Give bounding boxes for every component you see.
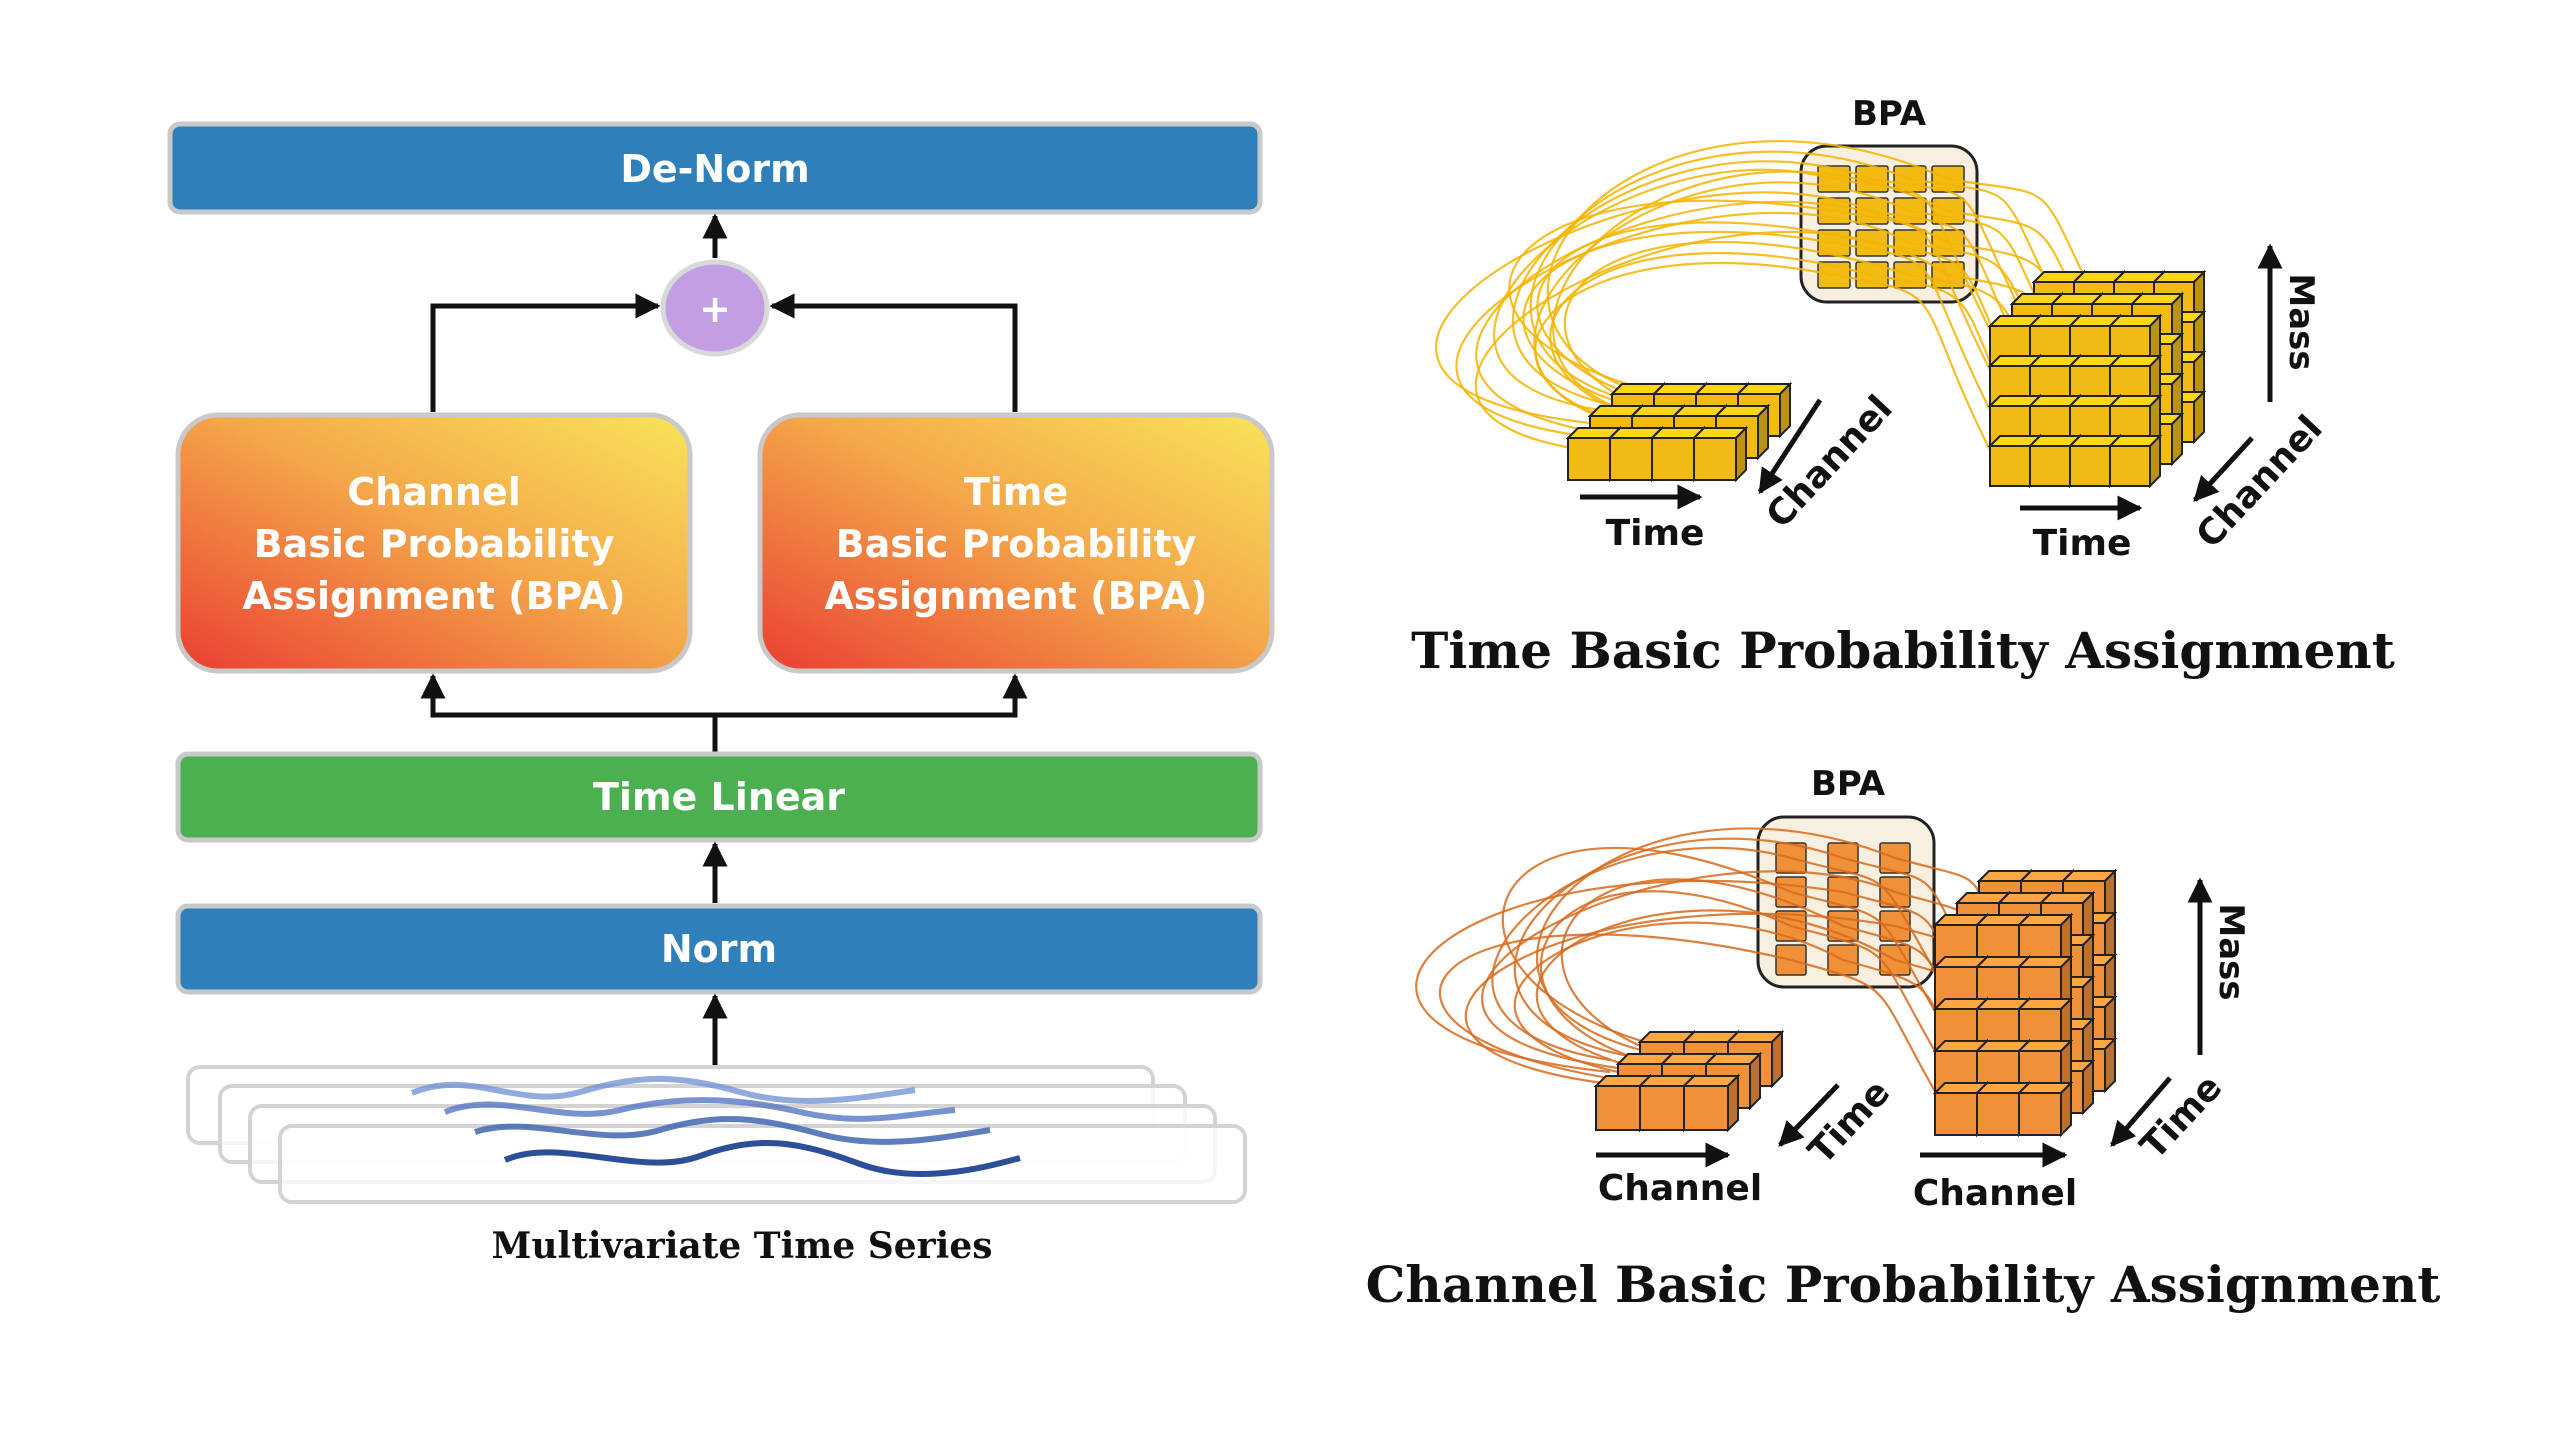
time-bpa-caption: Time Basic Probability Assignment — [1411, 621, 2395, 680]
connection-curve — [1790, 856, 1941, 981]
cube-front-face — [1651, 437, 1695, 481]
connection-curve — [1535, 909, 1896, 1086]
connection-curve — [1522, 230, 1835, 426]
cube-side-face — [2060, 1080, 2072, 1138]
time-small-x-label: Time — [1606, 513, 1705, 554]
cube-side-face — [2104, 1036, 2116, 1094]
connection-curve — [1474, 230, 1949, 454]
cube-front-face — [1567, 437, 1611, 481]
time-big-up-label: Mass — [2281, 273, 2321, 370]
cube-front-face — [1595, 1085, 1641, 1131]
connection-curve — [1833, 177, 1991, 331]
time-bpa-tag: BPA — [1852, 94, 1927, 134]
connection-curve — [1481, 870, 1896, 1074]
plus-symbol: + — [699, 287, 731, 331]
connection-curve — [1560, 878, 1844, 1074]
connection-curve — [1833, 209, 1991, 371]
cube-side-face — [1771, 1029, 1783, 1089]
time-mass-tensor — [1987, 269, 2207, 489]
arrow-time-bpa-to-plus — [769, 293, 1018, 412]
cube-front-face — [1693, 437, 1737, 481]
channel-big-x-label: Channel — [1913, 1173, 2077, 1214]
cube-front-face — [1989, 445, 2031, 487]
channel-small-depth-arrow — [1778, 1083, 1840, 1147]
denorm-label: De-Norm — [620, 147, 809, 191]
cube-side-face — [1779, 381, 1791, 439]
channel-input-tensor — [1593, 1029, 1785, 1133]
cube-front-face — [1639, 1085, 1685, 1131]
channel-mass-tensor — [1932, 868, 2118, 1138]
connection-curve — [1475, 200, 1949, 440]
connection-curve — [1790, 958, 1941, 1101]
multivariate-series-input — [186, 1065, 1247, 1204]
connection-curve — [1871, 177, 2031, 331]
arrow-to-channel-bpa — [420, 673, 715, 718]
connection-curve — [1508, 199, 1835, 412]
input-caption: Multivariate Time Series — [492, 1225, 993, 1267]
channel-bpa-illustration: BPA Channel Time Channel Time Mass Chann… — [1366, 764, 2441, 1314]
time-small-depth-arrow — [1757, 398, 1823, 495]
connection-curve — [1534, 261, 1835, 440]
channel-bpa-line-2: Basic Probability — [254, 522, 615, 566]
norm-block: Norm — [175, 903, 1263, 995]
cube-front-face — [2018, 1092, 2062, 1136]
connection-curve — [1833, 273, 1991, 451]
cube-front-face — [2069, 445, 2111, 487]
connection-curve — [1501, 846, 1792, 1062]
channel-bpa-line-3: Assignment (BPA) — [242, 574, 625, 618]
cube-side-face — [1749, 1051, 1761, 1111]
time-bpa-line-2: Basic Probability — [836, 522, 1197, 566]
channel-bpa-block: Channel Basic Probability Assignment (BP… — [175, 412, 693, 674]
arrow-to-time-bpa — [715, 673, 1028, 718]
cube-front-face — [1934, 1092, 1978, 1136]
time-linear-label: Time Linear — [593, 775, 845, 819]
connection-curve — [1539, 890, 1792, 1074]
connection-curve — [1513, 921, 1844, 1086]
cube-front-face — [2109, 445, 2151, 487]
channel-big-up-label: Mass — [2211, 903, 2251, 1000]
cube-front-face — [1683, 1085, 1729, 1131]
cube-side-face — [1735, 425, 1747, 483]
cube-side-face — [1727, 1073, 1739, 1133]
cube-side-face — [2193, 389, 2205, 445]
left-pipeline: De-Norm + Channel Basic Probability Assi… — [167, 121, 1275, 1267]
norm-label: Norm — [661, 927, 777, 971]
time-bpa-block: Time Basic Probability Assignment (BPA) — [757, 412, 1275, 674]
cube-front-face — [1609, 437, 1653, 481]
connection-curve — [1455, 211, 1911, 440]
time-input-tensor — [1565, 381, 1793, 483]
time-bpa-line-1: Time — [964, 470, 1068, 514]
channel-big-depth-arrow — [2110, 1076, 2172, 1147]
arrow-channel-bpa-to-plus — [430, 293, 661, 412]
channel-bpa-caption: Channel Basic Probability Assignment — [1366, 1255, 2441, 1314]
plus-node: + — [660, 259, 770, 357]
cube-front-face — [2029, 445, 2071, 487]
cube-side-face — [2149, 433, 2161, 489]
connection-curve — [1833, 241, 1991, 411]
denorm-block: De-Norm — [167, 121, 1263, 215]
cube-side-face — [2082, 1058, 2094, 1116]
connection-curve — [1438, 933, 1792, 1086]
channel-bpa-line-1: Channel — [347, 470, 521, 514]
channel-small-x-label: Channel — [1598, 1168, 1762, 1209]
connection-curve — [1493, 168, 1835, 412]
time-linear-block: Time Linear — [175, 751, 1263, 843]
cube-front-face — [1976, 1092, 2020, 1136]
connection-curve — [1535, 827, 1896, 1062]
cube-side-face — [1757, 403, 1769, 461]
cube-side-face — [2171, 411, 2183, 467]
channel-big-depth-label: Time — [2133, 1067, 2230, 1167]
connection-curve — [1464, 912, 1896, 1086]
time-big-x-label: Time — [2033, 523, 2132, 564]
channel-small-depth-label: Time — [1801, 1072, 1898, 1172]
time-bpa-illustration: BPA Time Channel Time Channel Mass Time … — [1411, 94, 2395, 680]
channel-bpa-tag: BPA — [1811, 764, 1886, 804]
time-big-depth-arrow — [2193, 436, 2254, 502]
connection-curve — [1435, 191, 1873, 426]
time-bpa-line-3: Assignment (BPA) — [824, 574, 1207, 618]
connection-curve — [1790, 890, 1941, 1021]
connection-curve — [1790, 924, 1941, 1061]
